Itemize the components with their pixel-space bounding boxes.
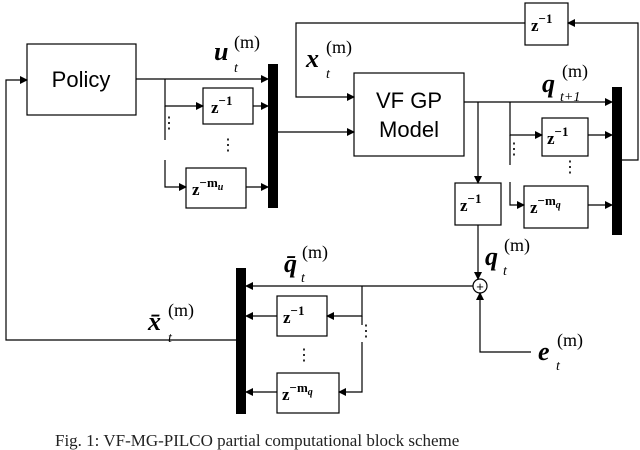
- ellipsis-u-delay: ⋮: [220, 137, 236, 154]
- delay-qb-m: z−mq: [276, 372, 340, 414]
- svg-text:t+1: t+1: [560, 90, 580, 105]
- svg-text:e: e: [538, 337, 550, 366]
- label-q-bar: q̄ t (m): [284, 242, 328, 286]
- svg-text:+: +: [476, 279, 484, 294]
- ellipsis-u-left: ⋮: [161, 115, 177, 132]
- svg-text:z−1: z−1: [547, 124, 568, 148]
- figure-caption: Fig. 1: VF-MG-PILCO partial computationa…: [55, 431, 459, 450]
- signal-wires: [5, 19, 639, 396]
- delay-u-1: z−1: [202, 87, 254, 125]
- sum-junction: +: [472, 278, 488, 294]
- svg-text:t: t: [168, 331, 173, 346]
- policy-block: Policy: [26, 43, 137, 116]
- svg-text:q̄: q̄: [284, 249, 297, 278]
- svg-text:z−mq: z−mq: [530, 193, 561, 217]
- svg-text:z−mu: z−mu: [192, 175, 224, 199]
- svg-text:x̄: x̄: [147, 307, 161, 336]
- model-label-line1: VF GP: [376, 88, 442, 113]
- delay-qf-1: z−1: [541, 117, 589, 157]
- ellipsis-qb-right: ⋮: [358, 323, 374, 340]
- delay-qb-1: z−1: [276, 295, 328, 337]
- svg-text:(m): (m): [557, 330, 583, 351]
- svg-text:z−1: z−1: [531, 11, 552, 35]
- svg-text:t: t: [503, 264, 508, 279]
- mux-bar-q-backward: [236, 268, 246, 414]
- label-x: x t (m): [305, 37, 352, 82]
- svg-text:(m): (m): [562, 61, 588, 82]
- ellipsis-qf-left: ⋮: [506, 141, 522, 158]
- svg-text:(m): (m): [504, 235, 530, 256]
- label-q: q t (m): [485, 235, 530, 279]
- svg-text:(m): (m): [326, 37, 352, 58]
- svg-text:t: t: [556, 359, 561, 374]
- svg-text:x: x: [305, 44, 319, 73]
- vf-gp-model-block: VF GP Model: [353, 72, 465, 157]
- delay-u-m: z−mu: [185, 167, 247, 209]
- mux-bar-q-forward: [612, 87, 622, 235]
- label-e: e t (m): [538, 330, 583, 374]
- delay-top: z−1: [524, 2, 569, 46]
- ellipsis-qf-delay: ⋮: [562, 159, 578, 176]
- svg-text:(m): (m): [302, 242, 328, 263]
- delay-qf-m: z−mq: [523, 185, 589, 229]
- svg-text:t: t: [301, 271, 306, 286]
- svg-text:z−1: z−1: [283, 303, 304, 327]
- model-label-line2: Model: [379, 117, 439, 142]
- svg-text:q: q: [542, 69, 555, 98]
- svg-text:t: t: [234, 61, 239, 76]
- ellipsis-qb-delay: ⋮: [296, 347, 312, 364]
- delay-q-mid: z−1: [454, 182, 502, 226]
- svg-text:(m): (m): [168, 300, 194, 321]
- svg-text:u: u: [214, 37, 228, 66]
- svg-text:(m): (m): [234, 32, 260, 53]
- label-q-next: q t+1 (m): [542, 61, 588, 105]
- policy-label: Policy: [52, 67, 111, 92]
- mux-bar-u: [268, 64, 278, 208]
- svg-text:z−1: z−1: [211, 93, 232, 117]
- svg-text:z−mq: z−mq: [282, 380, 313, 404]
- svg-text:t: t: [326, 67, 331, 82]
- svg-text:q: q: [485, 242, 498, 271]
- label-x-bar: x̄ t (m): [147, 300, 194, 346]
- label-u: u t (m): [214, 32, 260, 76]
- svg-text:z−1: z−1: [460, 191, 481, 215]
